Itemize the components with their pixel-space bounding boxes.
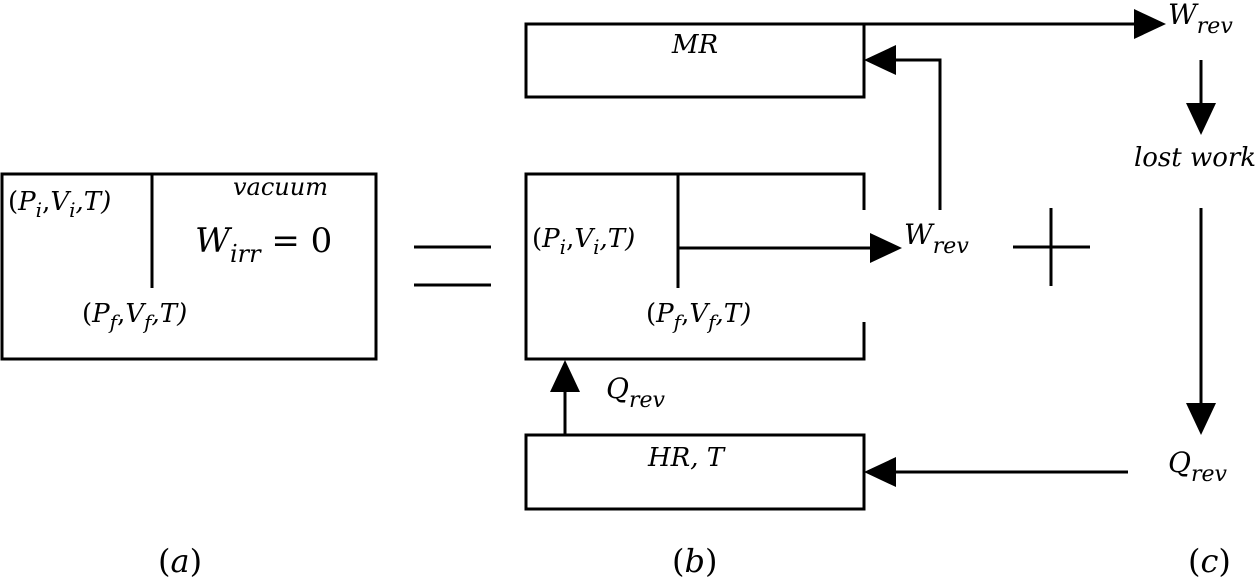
panel-b-w-rev-label: Wrev bbox=[904, 218, 969, 259]
irreversible-work-label: Wirr = 0 bbox=[195, 221, 332, 268]
lost-work-label: lost work bbox=[1134, 143, 1256, 173]
system-box-outline bbox=[524, 172, 866, 361]
panel-b-q-rev-label: Qrev bbox=[606, 372, 666, 413]
q-rev-to-hr-arrowhead bbox=[864, 457, 896, 487]
panel-c: Wrev lost work Qrev (c) bbox=[864, 0, 1256, 580]
heat-reservoir-label: HR, T bbox=[647, 443, 726, 473]
panel-b: MR (Pi,Vi,T) (Pf,Vf,T) Wrev HR, T Qrev (… bbox=[524, 22, 969, 580]
panel-c-q-rev-label: Qrev bbox=[1168, 446, 1228, 487]
panel-a: (Pi,Vi,T) vacuum Wirr = 0 (Pf,Vf,T) (a) bbox=[0, 172, 378, 580]
mr-to-w-rev-arrowhead bbox=[1134, 9, 1166, 39]
equals-sign bbox=[414, 245, 491, 287]
caption-b: (b) bbox=[672, 542, 717, 580]
panel-b-final-state-label: (Pf,Vf,T) bbox=[646, 299, 751, 334]
mechanical-reservoir-box bbox=[524, 22, 866, 99]
vacuum-label: vacuum bbox=[233, 173, 328, 201]
heat-input-arrowhead bbox=[550, 360, 580, 392]
mechanical-reservoir-label: MR bbox=[671, 30, 718, 60]
plus-sign bbox=[1013, 208, 1090, 286]
caption-a: (a) bbox=[158, 542, 202, 580]
heat-reservoir-box bbox=[524, 433, 866, 511]
work-to-mr-arrow-line bbox=[894, 58, 942, 210]
work-to-mr-arrowhead bbox=[864, 45, 896, 75]
panel-b-initial-state-label: (Pi,Vi,T) bbox=[532, 224, 635, 259]
panel-a-container-box bbox=[0, 172, 378, 361]
panel-c-w-rev-label: Wrev bbox=[1168, 0, 1233, 39]
panel-a-initial-state-label: (Pi,Vi,T) bbox=[8, 187, 111, 222]
caption-c: (c) bbox=[1188, 542, 1231, 580]
lost-work-to-q-rev-arrowhead bbox=[1186, 403, 1216, 435]
panel-a-final-state-label: (Pf,Vf,T) bbox=[82, 299, 187, 334]
w-rev-to-lost-work-arrowhead bbox=[1186, 103, 1216, 135]
work-output-arrowhead bbox=[870, 233, 902, 263]
